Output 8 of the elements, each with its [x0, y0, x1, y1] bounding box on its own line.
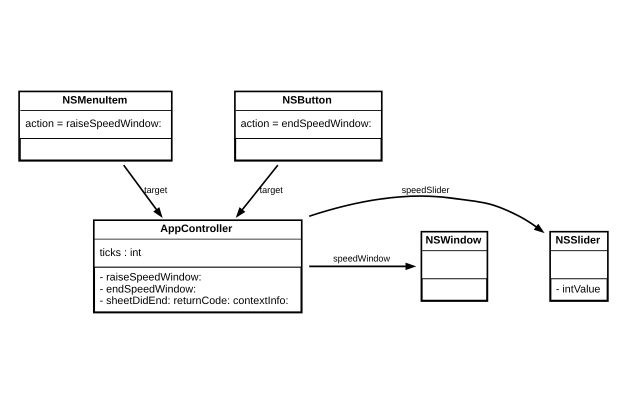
- arrow: [123, 164, 163, 218]
- edge-label: target: [144, 184, 168, 195]
- edge-label: speedSlider: [402, 184, 450, 195]
- arrow: [308, 195, 545, 234]
- edge-label: speedWindow: [333, 253, 390, 264]
- arrow: [236, 164, 278, 218]
- arrow: [309, 262, 416, 270]
- edge-label: target: [260, 184, 283, 195]
